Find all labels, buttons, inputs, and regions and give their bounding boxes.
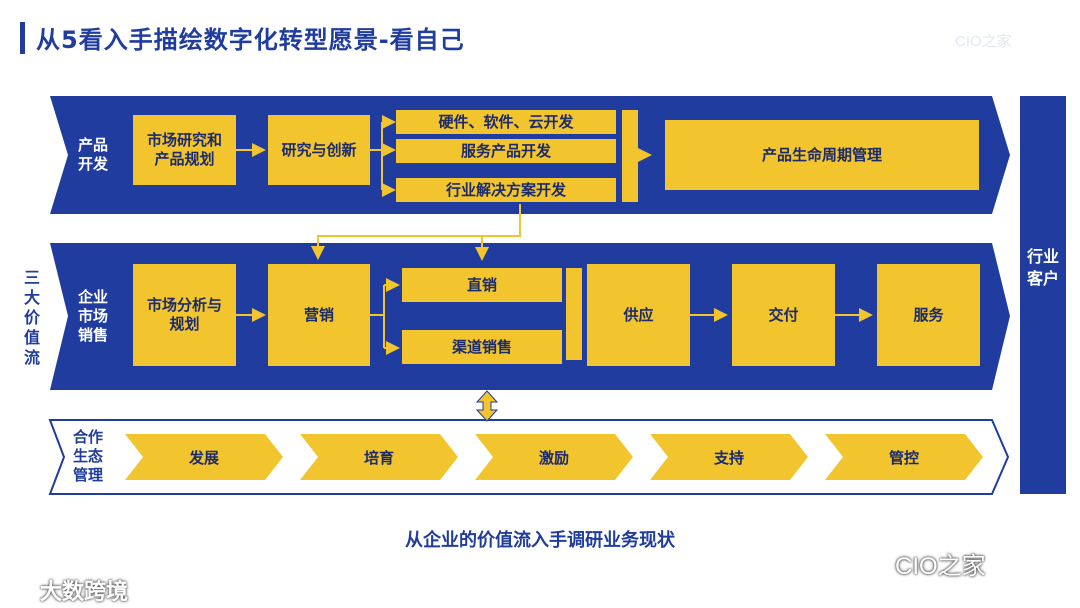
value-streams-label: 三大价值流 [23,268,40,367]
double-arrow-icon [475,390,499,422]
product-merge-bar [622,110,638,202]
title-accent-bar [20,22,25,54]
watermark-left: 大数跨境 [40,580,129,605]
marketing-box: 营销 [268,264,370,366]
stage-control: 管控 [888,448,919,467]
market-analysis-box: 市场分析与规划 [133,264,236,366]
partner-mgmt-label: 合作生态管理 [72,428,103,484]
lifecycle-box: 产品生命周期管理 [665,120,979,190]
sales-merge-bar [566,268,582,360]
market-research-box: 市场研究和产品规划 [133,115,236,185]
stage-incentivize: 激励 [538,448,569,467]
industry-solution-box: 行业解决方案开发 [396,178,616,202]
stage-cultivate: 培育 [363,448,394,467]
industry-customer-label: 行业客户 [1026,247,1059,288]
chevron-stage-3 [475,434,633,480]
stage-support: 支持 [713,448,744,467]
stage-develop: 发展 [188,448,219,467]
chevron-stage-2 [300,434,458,480]
watermark-top: CIO之家 [955,33,1012,50]
supply-box: 供应 [587,264,690,366]
bottom-caption: 从企业的价值流入手调研业务现状 [405,530,675,551]
enterprise-sales-label: 企业市场销售 [77,288,108,344]
hw-sw-cloud-box: 硬件、软件、云开发 [396,110,616,134]
chevron-stage-1 [125,434,283,480]
chevron-stage-5 [825,434,983,480]
service-product-box: 服务产品开发 [396,139,616,163]
research-innovation-box: 研究与创新 [268,115,370,185]
delivery-box: 交付 [732,264,835,366]
service-box: 服务 [877,264,980,366]
page-title: 从5看入手描绘数字化转型愿景-看自己 [36,26,465,54]
product-dev-label: 产品开发 [77,136,108,173]
direct-sales-box: 直销 [402,268,562,302]
channel-sales-box: 渠道销售 [402,330,562,364]
chevron-stage-4 [650,434,808,480]
industry-customer-column: 行业客户 [1020,96,1066,494]
watermark-right: CIO之家 [895,553,986,580]
